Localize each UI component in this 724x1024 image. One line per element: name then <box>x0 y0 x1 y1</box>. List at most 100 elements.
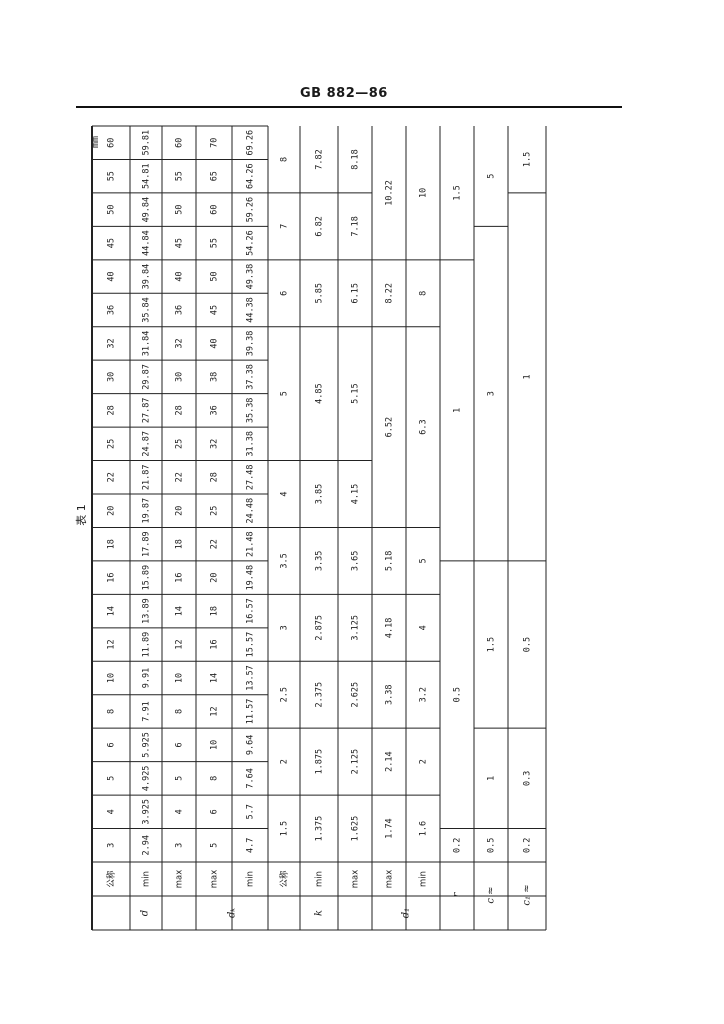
cell-d-max: 14 <box>175 606 185 616</box>
cell-d-min: 27.87 <box>142 398 152 424</box>
cell-k-min: 7.82 <box>315 149 325 169</box>
cell-d-nominal: 6 <box>107 742 117 747</box>
cell-d-nominal: 4 <box>107 809 117 814</box>
cell-dk-max: 50 <box>210 271 220 281</box>
cell-dk-min: 7.64 <box>246 768 256 788</box>
cell-d-nominal: 12 <box>107 639 117 649</box>
cell-c: 1.5 <box>487 637 497 652</box>
cell-k-nominal: 5 <box>280 391 290 396</box>
cell-d-nominal: 32 <box>107 338 117 348</box>
cell-dk-min: 19.48 <box>246 565 256 591</box>
cell-k-nominal: 2 <box>280 759 290 764</box>
cell-k-nominal: 4 <box>280 491 290 496</box>
cell-dk-min: 49.38 <box>246 264 256 290</box>
cell-d-max: 60 <box>175 138 185 148</box>
cell-dk-min: 4.7 <box>246 838 256 853</box>
label-d-nominal: 公称 <box>106 870 117 888</box>
cell-k-min: 2.875 <box>315 615 325 641</box>
header-rule <box>76 106 622 108</box>
cell-d1-min: 4 <box>419 625 429 630</box>
cell-d-nominal: 25 <box>107 439 117 449</box>
table-title: 表 1 <box>74 504 88 526</box>
cell-dk-max: 45 <box>210 305 220 315</box>
cell-d-min: 39.84 <box>142 264 152 290</box>
label-c: c ≈ <box>486 886 497 903</box>
cell-c: 0.5 <box>487 838 497 853</box>
cell-d-max: 40 <box>175 271 185 281</box>
cell-d-nominal: 22 <box>107 472 117 482</box>
label-d1-group: d₁ <box>401 908 412 918</box>
cell-d1-min: 6.3 <box>419 419 429 434</box>
cell-dk-min: 15.57 <box>246 632 256 658</box>
cell-d-min: 35.84 <box>142 297 152 323</box>
cell-d-max: 18 <box>175 539 185 549</box>
cell-d1-max: 1.74 <box>385 818 395 838</box>
cell-c1: 0.5 <box>523 637 533 652</box>
cell-d-nominal: 20 <box>107 506 117 516</box>
cell-d-nominal: 8 <box>107 709 117 714</box>
cell-dk-min: 16.57 <box>246 598 256 624</box>
cell-dk-min: 69.26 <box>246 130 256 156</box>
cell-d-min: 54.81 <box>142 163 152 189</box>
cell-d1-min: 8 <box>419 291 429 296</box>
cell-dk-max: 12 <box>210 706 220 716</box>
cell-d-min: 4.925 <box>142 766 152 792</box>
cell-d-max: 3 <box>175 843 185 848</box>
cell-dk-min: 13.57 <box>246 665 256 691</box>
cell-d-max: 45 <box>175 238 185 248</box>
cell-d-nominal: 5 <box>107 776 117 781</box>
table-grid <box>91 125 547 931</box>
cell-dk-max: 20 <box>210 573 220 583</box>
cell-d1-max: 6.52 <box>385 417 395 437</box>
cell-dk-max: 60 <box>210 205 220 215</box>
cell-dk-max: 25 <box>210 506 220 516</box>
cell-d-max: 30 <box>175 372 185 382</box>
cell-d-max: 28 <box>175 405 185 415</box>
cell-dk-max: 38 <box>210 372 220 382</box>
cell-c: 3 <box>487 391 497 396</box>
cell-d-min: 59.81 <box>142 130 152 156</box>
cell-d-nominal: 45 <box>107 238 117 248</box>
cell-k-min: 6.82 <box>315 216 325 236</box>
cell-dk-min: 5.7 <box>246 804 256 819</box>
cell-dk-max: 22 <box>210 539 220 549</box>
cell-k-max: 1.625 <box>351 816 361 842</box>
label-k-max: max <box>351 870 361 889</box>
cell-d-min: 17.89 <box>142 531 152 557</box>
cell-dk-max: 6 <box>210 809 220 814</box>
cell-c1: 0.3 <box>523 771 533 786</box>
cell-k-max: 7.18 <box>351 216 361 236</box>
cell-k-nominal: 3.5 <box>280 553 290 568</box>
cell-k-nominal: 7 <box>280 224 290 229</box>
cell-dk-min: 64.26 <box>246 163 256 189</box>
cell-d-min: 9.91 <box>142 668 152 688</box>
cell-d-min: 29.87 <box>142 364 152 390</box>
cell-dk-max: 8 <box>210 776 220 781</box>
cell-d-max: 6 <box>175 742 185 747</box>
cell-d-min: 21.87 <box>142 464 152 490</box>
cell-k-min: 3.85 <box>315 484 325 504</box>
cell-d-nominal: 3 <box>107 843 117 848</box>
cell-dk-min: 9.64 <box>246 735 256 755</box>
label-d-group: d <box>140 910 151 916</box>
cell-d1-min: 1.6 <box>419 821 429 836</box>
cell-d1-max: 3.38 <box>385 684 395 704</box>
cell-d-min: 3.925 <box>142 799 152 825</box>
label-k-nominal: 公称 <box>279 870 290 888</box>
cell-d1-min: 2 <box>419 759 429 764</box>
cell-dk-max: 28 <box>210 472 220 482</box>
label-d1-min: min <box>419 871 429 887</box>
cell-k-nominal: 6 <box>280 291 290 296</box>
cell-dk-min: 35.38 <box>246 398 256 424</box>
cell-k-max: 2.625 <box>351 682 361 708</box>
cell-d-nominal: 50 <box>107 205 117 215</box>
cell-dk-min: 31.38 <box>246 431 256 457</box>
cell-k-min: 4.85 <box>315 383 325 403</box>
cell-k-nominal: 3 <box>280 625 290 630</box>
cell-d-max: 16 <box>175 573 185 583</box>
cell-d-nominal: 18 <box>107 539 117 549</box>
cell-c1: 1 <box>523 374 533 379</box>
cell-d-nominal: 14 <box>107 606 117 616</box>
cell-d-max: 55 <box>175 171 185 181</box>
